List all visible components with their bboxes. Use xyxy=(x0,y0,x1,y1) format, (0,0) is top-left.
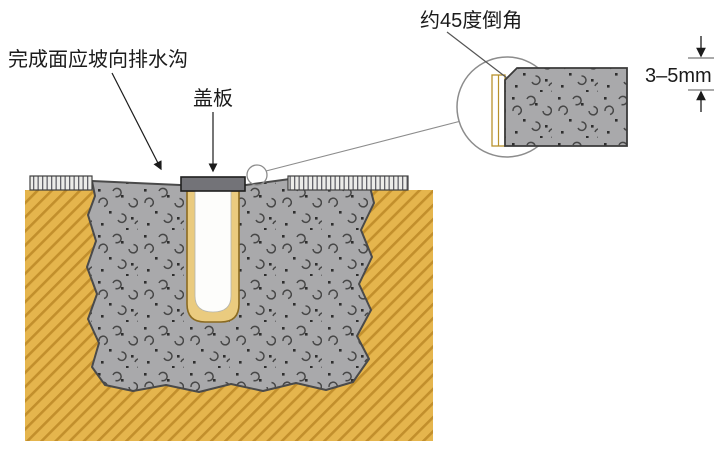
callout-connector-line xyxy=(265,120,462,172)
finished-surface-leader xyxy=(111,72,162,171)
label-chamfer: 约45度倒角 xyxy=(420,9,522,32)
drain-channel-cavity xyxy=(194,190,232,313)
callout-source-circle xyxy=(246,164,268,186)
detail-concrete-block-chamfer xyxy=(504,67,628,147)
paving-strip-right xyxy=(287,175,409,191)
label-cover-plate: 盖板 xyxy=(193,87,233,110)
paving-strip-left xyxy=(29,175,93,191)
chamfer-leader-line xyxy=(446,31,508,79)
cover-plate xyxy=(180,176,246,192)
label-gap-dimension: 3–5mm xyxy=(645,65,712,87)
label-finished-surface: 完成面应坡向排水沟 xyxy=(8,48,188,71)
